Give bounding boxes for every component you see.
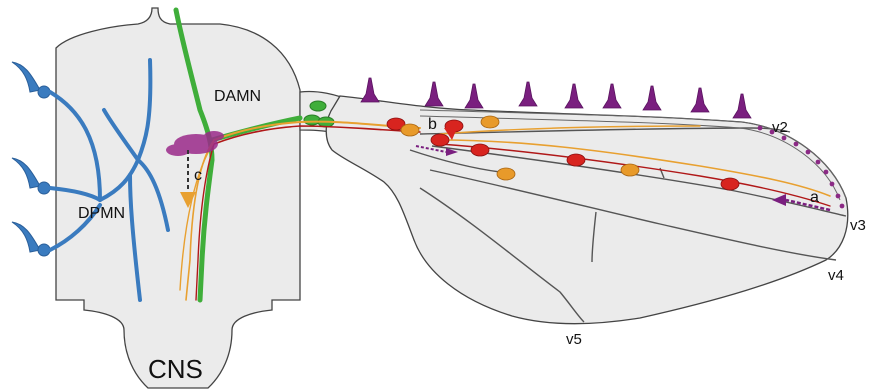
bristle-hook-2 bbox=[12, 158, 40, 188]
label-c: c bbox=[194, 167, 202, 184]
label-v4: v4 bbox=[828, 267, 844, 284]
label-dpmn: DPMN bbox=[78, 205, 125, 222]
label-cns: CNS bbox=[148, 354, 203, 384]
label-a: a bbox=[810, 189, 819, 206]
bristle-hook-3 bbox=[12, 222, 40, 252]
label-b: b bbox=[428, 116, 437, 133]
dorsal-bristles bbox=[12, 62, 50, 256]
label-v2: v2 bbox=[772, 119, 788, 136]
label-v5: v5 bbox=[566, 331, 582, 348]
label-v3: v3 bbox=[850, 217, 866, 234]
label-damn: DAMN bbox=[214, 88, 261, 105]
bristle-hook-1 bbox=[12, 62, 40, 92]
